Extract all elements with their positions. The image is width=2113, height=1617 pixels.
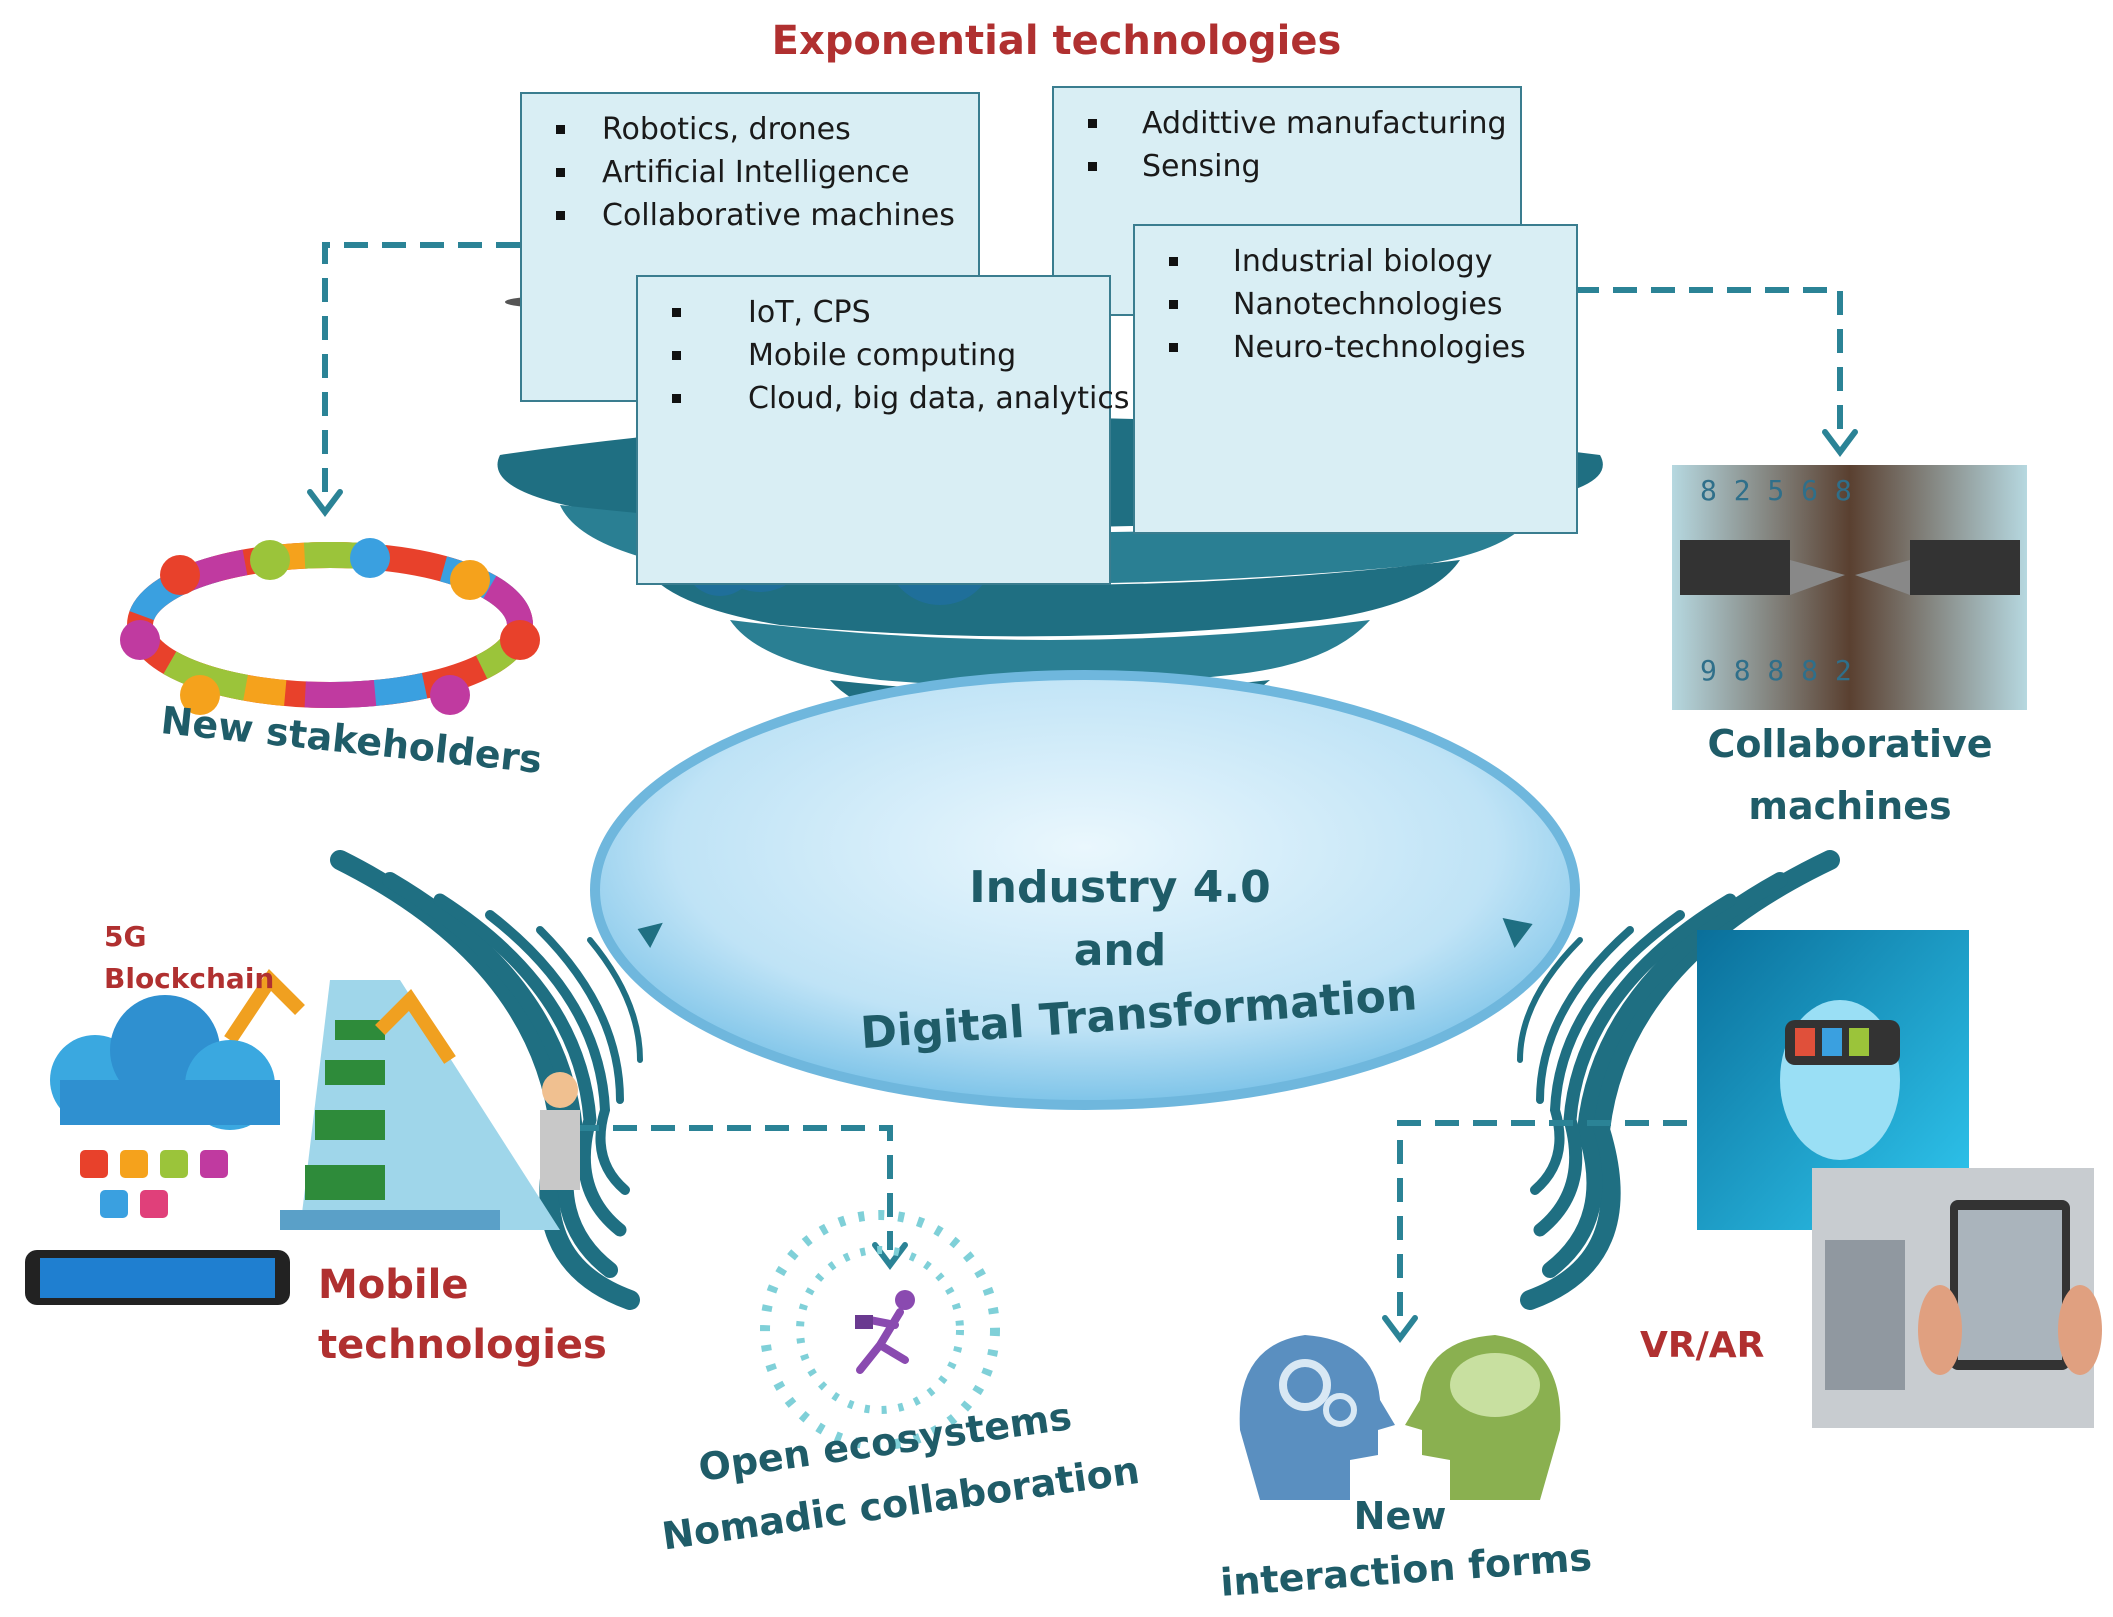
- tablet-ar-icon: [1812, 1168, 2102, 1428]
- list-item: Robotics, drones: [540, 108, 960, 151]
- list-item: Neuro-technologies: [1153, 326, 1558, 369]
- dashed-arrows: [322, 242, 1843, 1325]
- center-line-1: Industry 4.0: [969, 862, 1271, 913]
- arrow-head-stakeholders: [307, 489, 343, 517]
- label-blockchain: Blockchain: [104, 962, 275, 995]
- center-bubble: [590, 670, 1580, 1110]
- svg-text:9 8 8 8 2: 9 8 8 8 2: [1700, 654, 1852, 687]
- center-line-2: and: [1073, 925, 1167, 976]
- list-item: Artificial Intelligence: [540, 151, 960, 194]
- list-item: Industrial biology: [1153, 240, 1558, 283]
- label-collaborative: Collaborative: [1707, 722, 1993, 766]
- label-mobile: Mobile: [318, 1262, 469, 1308]
- tech-box-iot: IoT, CPS Mobile computing Cloud, big dat…: [636, 275, 1129, 585]
- tech-box-bio: Industrial biology Nanotechnologies Neur…: [1133, 224, 1578, 534]
- label-5g: 5G: [104, 920, 147, 953]
- arrow-head-interaction: [1382, 1315, 1418, 1343]
- apps-cloud-icon: [50, 995, 280, 1218]
- list-item: IoT, CPS: [656, 291, 1091, 334]
- label-vr-ar: VR/AR: [1640, 1325, 1765, 1366]
- heads-gears-brain-icon: [1239, 1335, 1561, 1500]
- robot-hands-icon: 8 2 5 6 8 9 8 8 8 2: [1672, 465, 2027, 710]
- list-item: Cloud, big data, analytics: [656, 377, 1129, 420]
- label-technologies: technologies: [318, 1322, 607, 1368]
- running-man-icon: [760, 1210, 1000, 1450]
- list-item: Mobile computing: [656, 334, 1091, 377]
- list-item: Nanotechnologies: [1153, 283, 1558, 326]
- arrow-head-collab: [1822, 429, 1858, 457]
- label-machines: machines: [1748, 784, 1952, 828]
- svg-text:8 2 5 6 8: 8 2 5 6 8: [1700, 474, 1852, 507]
- list-item: Sensing: [1072, 145, 1502, 188]
- list-item: Collaborative machines: [540, 194, 960, 237]
- factory-conveyor-icon: [224, 969, 580, 1230]
- people-circle-icon: [120, 538, 540, 715]
- page-title: Exponential technologies: [771, 18, 1342, 64]
- label-new: New: [1353, 1494, 1447, 1538]
- phone-icon: [25, 1250, 290, 1305]
- list-item: Addittive manufacturing: [1072, 102, 1507, 145]
- right-vortex: [1502, 850, 1840, 1310]
